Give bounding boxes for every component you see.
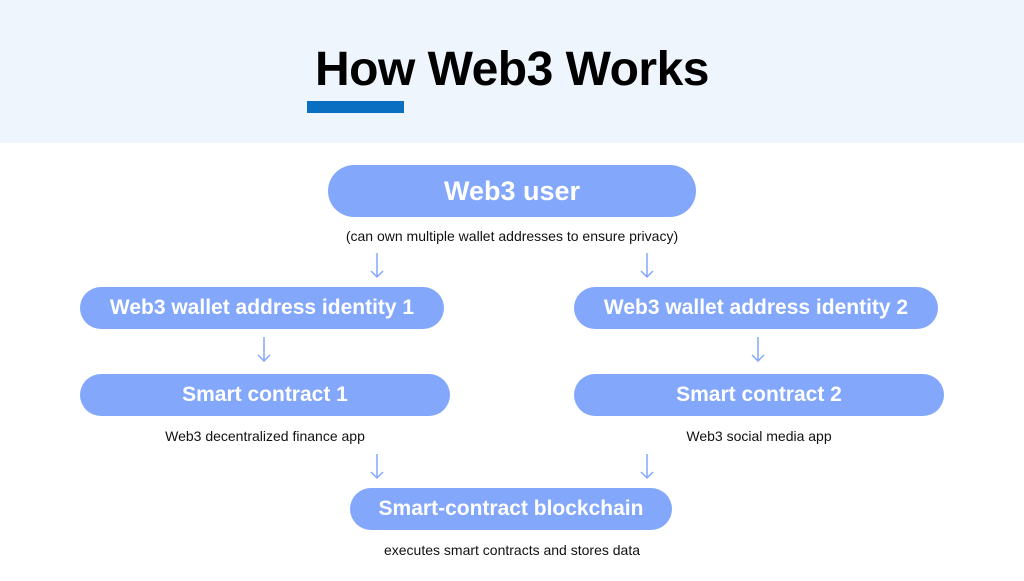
arrow-wallet-2-to-contract-2	[751, 337, 765, 363]
arrow-user-to-wallet-2	[640, 253, 654, 279]
arrow-contract-2-to-blockchain	[640, 454, 654, 480]
caption-smart-contract-blockchain: executes smart contracts and stores data	[383, 542, 640, 558]
node-wallet-identity-1-label: Web3 wallet address identity 1	[109, 296, 415, 319]
node-web3-user-label: Web3 user	[443, 175, 581, 206]
node-smart-contract-1: Smart contract 1	[80, 374, 450, 416]
node-smart-contract-2-label: Smart contract 2	[676, 383, 842, 406]
node-smart-contract-1-label: Smart contract 1	[182, 383, 348, 406]
node-wallet-identity-1: Web3 wallet address identity 1	[80, 287, 444, 329]
caption-web3-user: (can own multiple wallet addresses to en…	[345, 228, 679, 244]
node-smart-contract-blockchain: Smart-contract blockchain	[350, 488, 672, 530]
node-wallet-identity-2: Web3 wallet address identity 2	[574, 287, 938, 329]
arrow-user-to-wallet-1	[370, 253, 384, 279]
caption-smart-contract-2: Web3 social media app	[686, 428, 832, 444]
header-band	[0, 0, 1024, 143]
title-underline	[307, 101, 404, 113]
page-title: How Web3 Works	[315, 43, 709, 96]
arrow-wallet-1-to-contract-1	[257, 337, 271, 363]
node-web3-user: Web3 user	[328, 165, 696, 217]
node-wallet-identity-2-label: Web3 wallet address identity 2	[603, 296, 909, 319]
arrow-contract-1-to-blockchain	[370, 454, 384, 480]
node-smart-contract-2: Smart contract 2	[574, 374, 944, 416]
node-smart-contract-blockchain-label: Smart-contract blockchain	[378, 497, 644, 520]
caption-smart-contract-1: Web3 decentralized finance app	[165, 428, 365, 444]
